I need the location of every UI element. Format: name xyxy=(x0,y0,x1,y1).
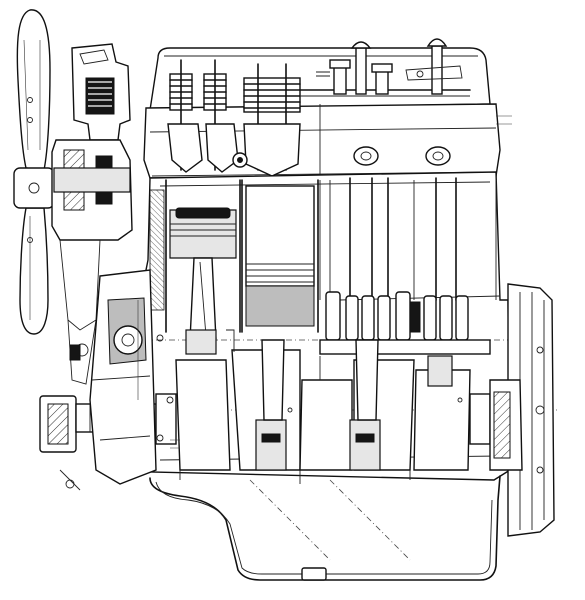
cylinder-1 xyxy=(165,179,241,341)
big-end-4 xyxy=(427,355,453,387)
water-jacket xyxy=(149,189,165,311)
big-end-1 xyxy=(185,329,217,355)
cam-journal xyxy=(319,339,491,355)
main-bearing-rear xyxy=(469,393,491,445)
spark-plug-1 xyxy=(353,146,379,166)
crank-web-1 xyxy=(175,359,231,471)
fan-blade-upper xyxy=(16,9,51,171)
rocker-gear xyxy=(299,38,471,97)
cooling-fan xyxy=(13,9,55,335)
camshaft xyxy=(130,291,540,355)
combustion-chambers xyxy=(167,123,451,177)
spark-plug-2 xyxy=(425,146,451,166)
big-end-3 xyxy=(349,419,381,471)
pump-shaft xyxy=(53,167,131,193)
fan-hub-bolt xyxy=(28,182,40,194)
crankshaft xyxy=(39,329,560,484)
oil-sump xyxy=(149,475,501,581)
rocker-cover xyxy=(149,47,491,111)
rocker-stud-1 xyxy=(329,59,351,95)
valve-spring-3 xyxy=(243,63,301,171)
pushrods xyxy=(329,177,457,301)
rocker-stud-4 xyxy=(426,38,448,95)
flywheel xyxy=(489,283,555,537)
cylinder-2 xyxy=(241,179,319,333)
main-bearing-front xyxy=(155,393,177,445)
sump-drain-plug xyxy=(301,567,327,581)
big-end-2 xyxy=(255,419,287,471)
detail-lines xyxy=(137,115,512,449)
fan-hub xyxy=(13,167,55,209)
piston-pin-1 xyxy=(175,207,231,219)
thermostat-coil xyxy=(85,77,115,115)
piston-2 xyxy=(245,185,315,287)
timing-cover xyxy=(59,269,157,491)
crank-web-3 xyxy=(299,379,353,471)
piston-2-skirt xyxy=(245,285,315,327)
rocker-stud-2 xyxy=(350,41,372,95)
rocker-stud-3 xyxy=(371,63,393,95)
valve-springs xyxy=(169,59,301,171)
water-pump-assembly xyxy=(51,43,133,385)
fan-blade-lower xyxy=(19,207,49,335)
